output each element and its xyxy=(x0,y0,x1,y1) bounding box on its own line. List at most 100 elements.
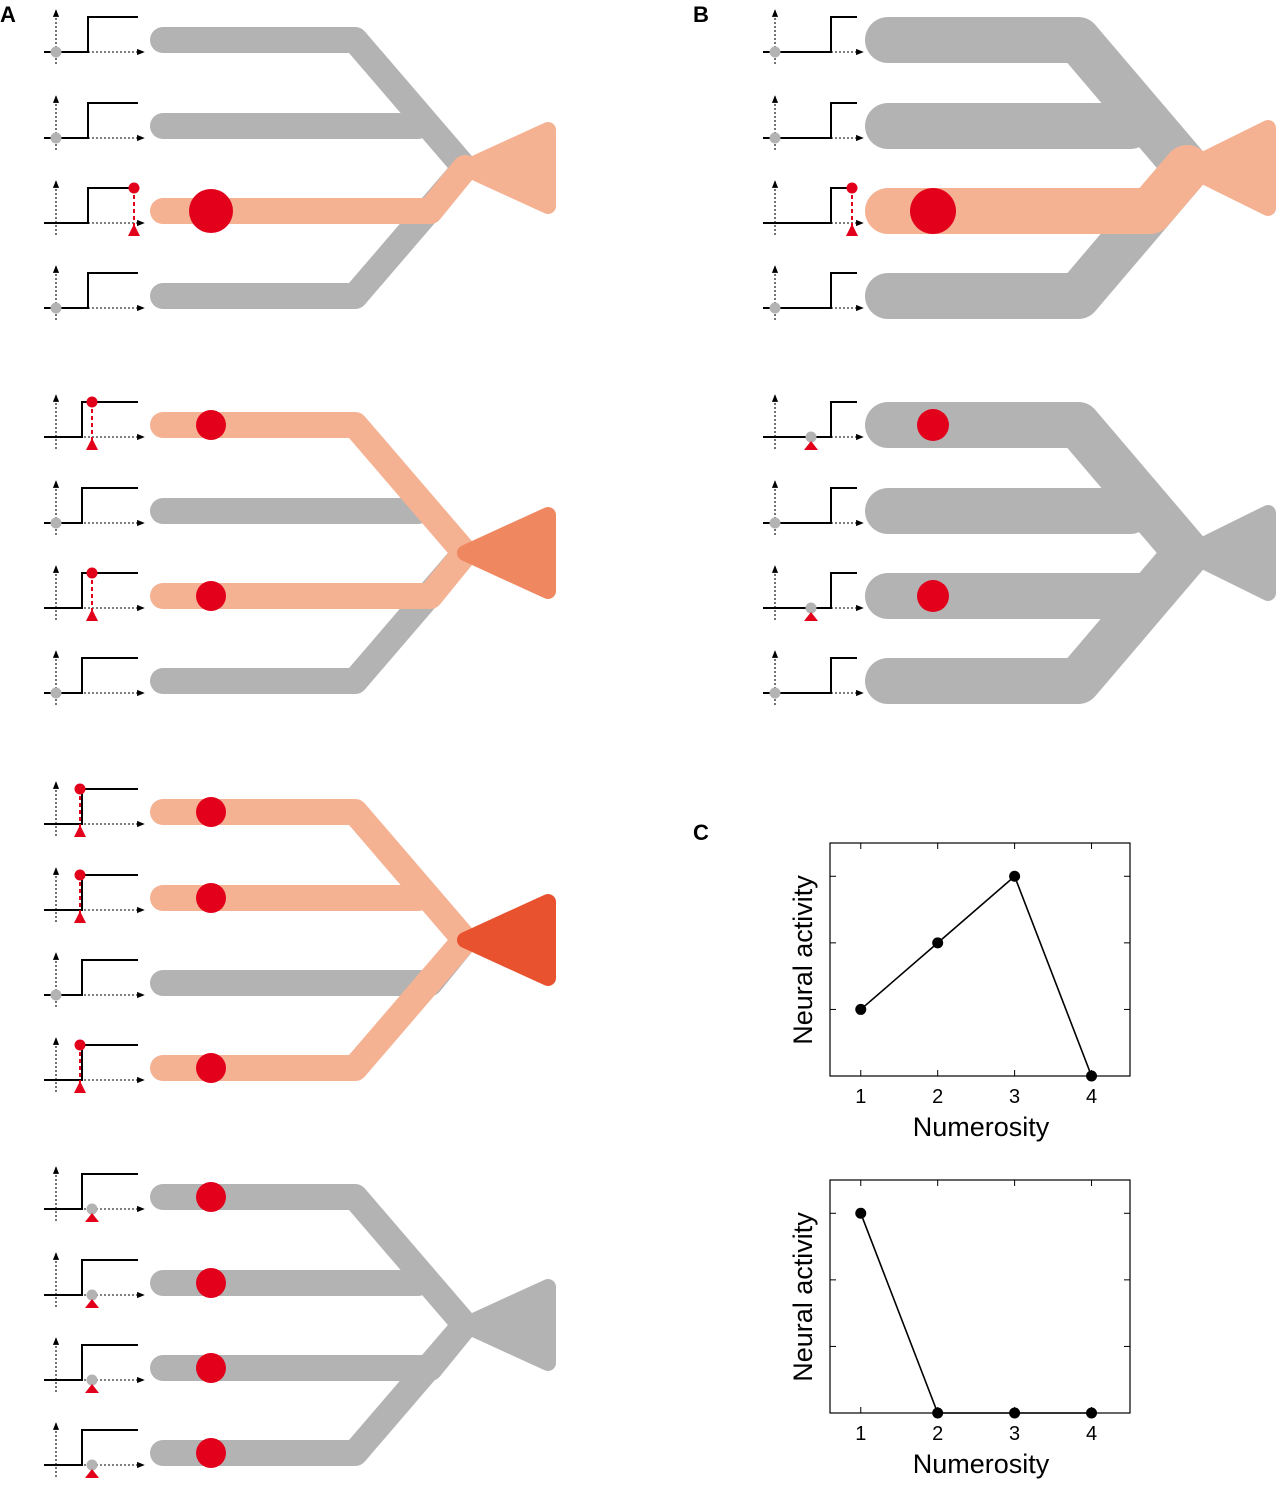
spike-dot xyxy=(196,797,226,827)
inhibition-triangle xyxy=(804,441,818,450)
time-origin-marker xyxy=(50,302,62,314)
inset-step-signal xyxy=(44,959,138,996)
spike-marker-triangle xyxy=(74,911,86,923)
data-point xyxy=(932,1407,944,1419)
panel-c-chart-bottom: 1 2 3 4 Numerosity Neural activity xyxy=(788,1179,1131,1479)
time-origin-marker xyxy=(769,517,781,529)
panel-c-chart-top: 1 2 3 4 Numerosity Neural activity xyxy=(788,842,1131,1142)
spike-marker-triangle xyxy=(74,1081,86,1093)
x-tick-label-3: 3 xyxy=(1009,1086,1020,1108)
circuit xyxy=(763,394,1276,705)
dendrite-branch xyxy=(150,540,478,694)
spike-dot xyxy=(917,580,949,612)
spike-dot xyxy=(196,410,226,440)
neuron-soma xyxy=(457,894,556,986)
spike-marker-head xyxy=(74,1039,86,1051)
time-origin-marker xyxy=(769,687,781,699)
y-axis-title: Neural activity xyxy=(788,875,818,1045)
inhibited-time-marker xyxy=(86,1374,98,1386)
time-origin-marker xyxy=(769,302,781,314)
inhibited-time-marker xyxy=(805,602,817,614)
data-point xyxy=(855,1003,867,1015)
circuit xyxy=(44,781,556,1093)
spike-dot xyxy=(196,1353,226,1383)
data-point xyxy=(855,1207,867,1219)
series-points xyxy=(855,870,1098,1082)
dendrite-branch xyxy=(150,927,478,1081)
inset-step-signal xyxy=(763,272,857,309)
time-origin-marker xyxy=(50,46,62,58)
data-point xyxy=(1086,1407,1098,1419)
inhibition-triangle xyxy=(85,1469,99,1478)
time-origin-marker xyxy=(50,687,62,699)
circuit xyxy=(44,1166,556,1478)
dendrite-branch xyxy=(865,530,1210,619)
time-origin-marker xyxy=(50,132,62,144)
neuron-soma xyxy=(457,122,556,214)
inset-step-signal xyxy=(44,272,138,309)
spike-dot xyxy=(917,409,949,441)
series-line xyxy=(860,874,1093,1077)
inhibited-time-marker xyxy=(86,1459,98,1471)
inhibition-triangle xyxy=(85,1384,99,1393)
inset-step-signal xyxy=(763,401,857,438)
inhibition-triangle xyxy=(85,1299,99,1308)
chart-ticks xyxy=(830,1180,1130,1413)
chart-ticks xyxy=(830,843,1130,1076)
x-axis-title: Numerosity xyxy=(913,1449,1050,1479)
dendrite-branch xyxy=(150,412,478,566)
time-origin-marker xyxy=(50,989,62,1001)
inset-step-signal xyxy=(44,874,138,911)
inhibited-time-marker xyxy=(86,1289,98,1301)
dendrite-branch xyxy=(865,402,1210,576)
spike-dot xyxy=(910,188,956,234)
spike-dot xyxy=(196,1438,226,1468)
dendrite-branch xyxy=(150,27,478,181)
neuron-soma xyxy=(457,507,556,599)
inset-step-signal xyxy=(763,572,857,609)
x-tick-label-2: 2 xyxy=(932,1086,943,1108)
inhibited-time-marker xyxy=(86,1203,98,1215)
circuit xyxy=(44,394,556,705)
time-origin-marker xyxy=(50,517,62,529)
panel-label-a: A xyxy=(0,2,16,27)
inset-step-signal xyxy=(44,657,138,694)
spike-marker-head xyxy=(86,396,98,408)
spike-marker-triangle xyxy=(86,438,98,450)
x-tick-label-1: 1 xyxy=(855,1423,866,1445)
time-origin-marker xyxy=(769,132,781,144)
inset-step-signal xyxy=(44,1429,138,1466)
spike-marker-head xyxy=(846,182,858,194)
spike-marker-triangle xyxy=(74,825,86,837)
chart-frame xyxy=(829,842,1131,1077)
inset-step-signal xyxy=(44,572,138,609)
inset-step-signal xyxy=(763,102,857,139)
dendrite-branch xyxy=(150,540,478,609)
inhibition-triangle xyxy=(85,1213,99,1222)
spike-marker-head xyxy=(86,567,98,579)
neuron-soma xyxy=(1179,120,1276,216)
inset-step-signal xyxy=(44,1259,138,1296)
inset-step-signal xyxy=(44,1044,138,1081)
inset-step-signal xyxy=(763,16,857,53)
data-point xyxy=(932,937,944,949)
inset-step-signal xyxy=(44,187,138,224)
spike-marker-head xyxy=(128,182,140,194)
panel-label-c: C xyxy=(693,820,709,845)
spike-marker-triangle xyxy=(846,224,858,236)
dendrite-branch xyxy=(150,1312,478,1466)
spike-marker-head xyxy=(74,869,86,881)
inset-step-signal xyxy=(44,1344,138,1381)
inset-step-signal xyxy=(763,187,857,224)
spike-marker-head xyxy=(74,783,86,795)
circuit xyxy=(763,9,1276,320)
panel-label-b: B xyxy=(693,2,709,27)
series-line xyxy=(860,1212,1092,1414)
spike-dot xyxy=(196,1053,226,1083)
panel-a-circuits xyxy=(44,9,556,1478)
y-axis-title: Neural activity xyxy=(788,1212,818,1382)
chart-frame xyxy=(829,1179,1131,1414)
neuron-soma xyxy=(1179,505,1276,601)
spike-dot xyxy=(196,581,226,611)
